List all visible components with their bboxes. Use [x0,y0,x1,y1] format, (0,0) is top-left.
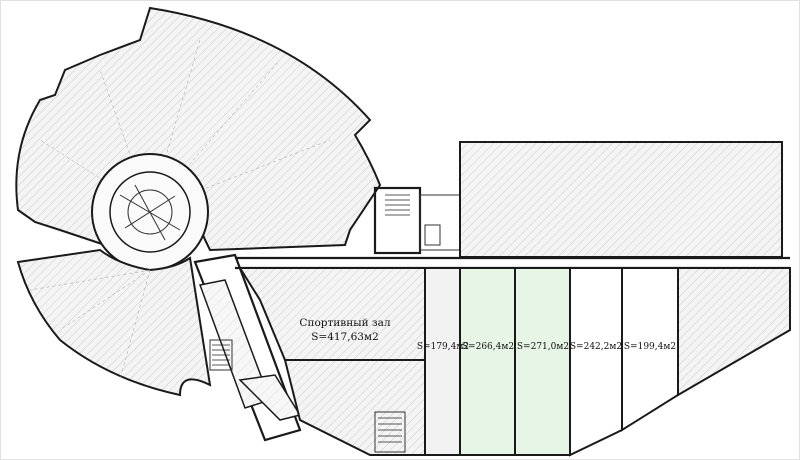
sports-hall: Спортивный зал S=417,63м2 [238,267,426,361]
lower-hall [283,359,426,456]
central-core [91,153,209,271]
unit-4[interactable] [569,267,623,457]
unit-2[interactable] [459,267,516,456]
unit-3[interactable] [514,267,571,456]
sports-hall-area: S=417,63м2 [311,331,379,343]
unit-3-area: S=271,0м2 [517,342,569,352]
corner-unit [677,267,791,397]
unit-4-area: S=242,2м2 [570,342,622,352]
unit-2-area: S=266,4м2 [462,342,514,352]
unit-1-area: S=179,4м2 [417,342,469,352]
main-corridor [235,256,790,270]
lower-round-wing [16,248,212,397]
unit-1[interactable] [424,267,461,456]
retail-units: S=179,4м2 S=266,4м2 S=271,0м2 S=242,2м2 … [417,267,791,457]
sports-hall-name: Спортивный зал [299,317,390,329]
central-stair-block [373,186,461,255]
unit-5-area: S=199,4м2 [624,342,676,352]
upper-right-block [459,141,783,258]
